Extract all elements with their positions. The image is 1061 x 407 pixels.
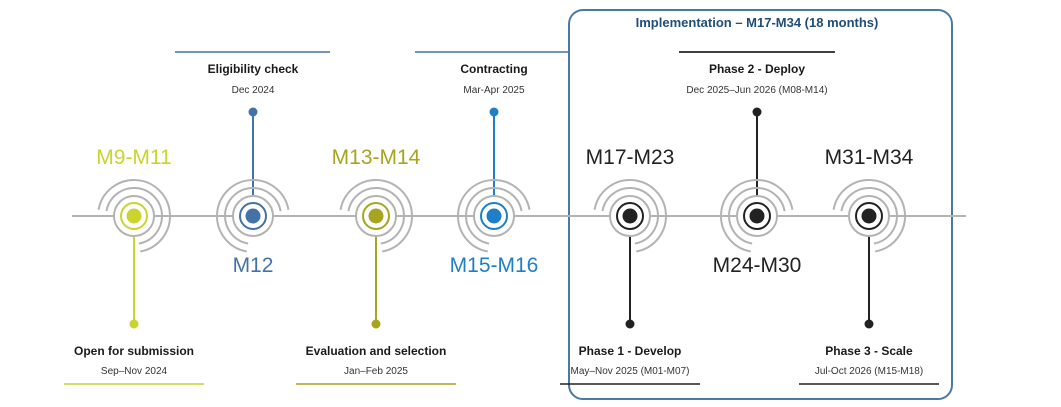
milestone-title: Phase 2 - Deploy [709,62,805,76]
milestone-dot [622,208,638,224]
milestone-date: Dec 2025–Jun 2026 (M08-M14) [686,85,827,96]
milestone-outer-arc [457,179,531,253]
milestone-outer-arc [593,179,667,253]
milestone-date: Mar-Apr 2025 [463,85,525,96]
milestone-mid-arc [840,187,898,245]
milestone-dot [486,208,502,224]
milestone-outer-arc [339,179,413,253]
milestone-mid-arc [465,187,523,245]
implementation-title: Implementation – M17-M34 (18 months) [636,15,879,30]
milestone-dot [749,208,765,224]
milestone-dot [861,208,877,224]
milestone-outer-arc [97,179,171,253]
milestone-title: Evaluation and selection [306,344,447,358]
milestone-end-dot [625,319,635,329]
milestone-end-dot [248,107,258,117]
milestone-outer-arc [832,179,906,253]
milestone-dot [245,208,261,224]
milestone-dot [368,208,384,224]
milestone-title: Open for submission [74,344,194,358]
milestone-outer-arc [216,179,290,253]
milestone-end-dot [371,319,381,329]
milestone-code: M24-M30 [713,254,802,277]
milestone-title: Eligibility check [208,62,299,76]
milestone-mid-arc [224,187,282,245]
milestone-code: M15-M16 [450,254,539,277]
milestone-date: Jan–Feb 2025 [344,366,408,377]
milestone-date: May–Nov 2025 (M01-M07) [571,366,690,377]
milestone-dot [126,208,142,224]
milestone-mid-arc [728,187,786,245]
milestone-end-dot [864,319,874,329]
milestone-mid-arc [105,187,163,245]
milestone-end-dot [129,319,139,329]
milestone-code: M13-M14 [332,146,421,169]
milestone-code: M31-M34 [825,146,914,169]
milestone-title: Phase 1 - Develop [579,344,682,358]
milestone-mid-arc [347,187,405,245]
milestone-end-dot [752,107,762,117]
milestone-outer-arc [720,179,794,253]
milestone-date: Sep–Nov 2024 [101,366,168,377]
milestone-code: M12 [233,254,274,277]
milestone-mid-arc [601,187,659,245]
implementation-frame [568,9,953,400]
milestone-code: M17-M23 [586,146,675,169]
milestone-date: Dec 2024 [232,85,275,96]
milestone-date: Jul-Oct 2026 (M15-M18) [815,366,923,377]
milestone-title: Contracting [460,62,527,76]
milestone-code: M9-M11 [96,146,171,169]
milestone-end-dot [489,107,499,117]
milestone-title: Phase 3 - Scale [825,344,913,358]
